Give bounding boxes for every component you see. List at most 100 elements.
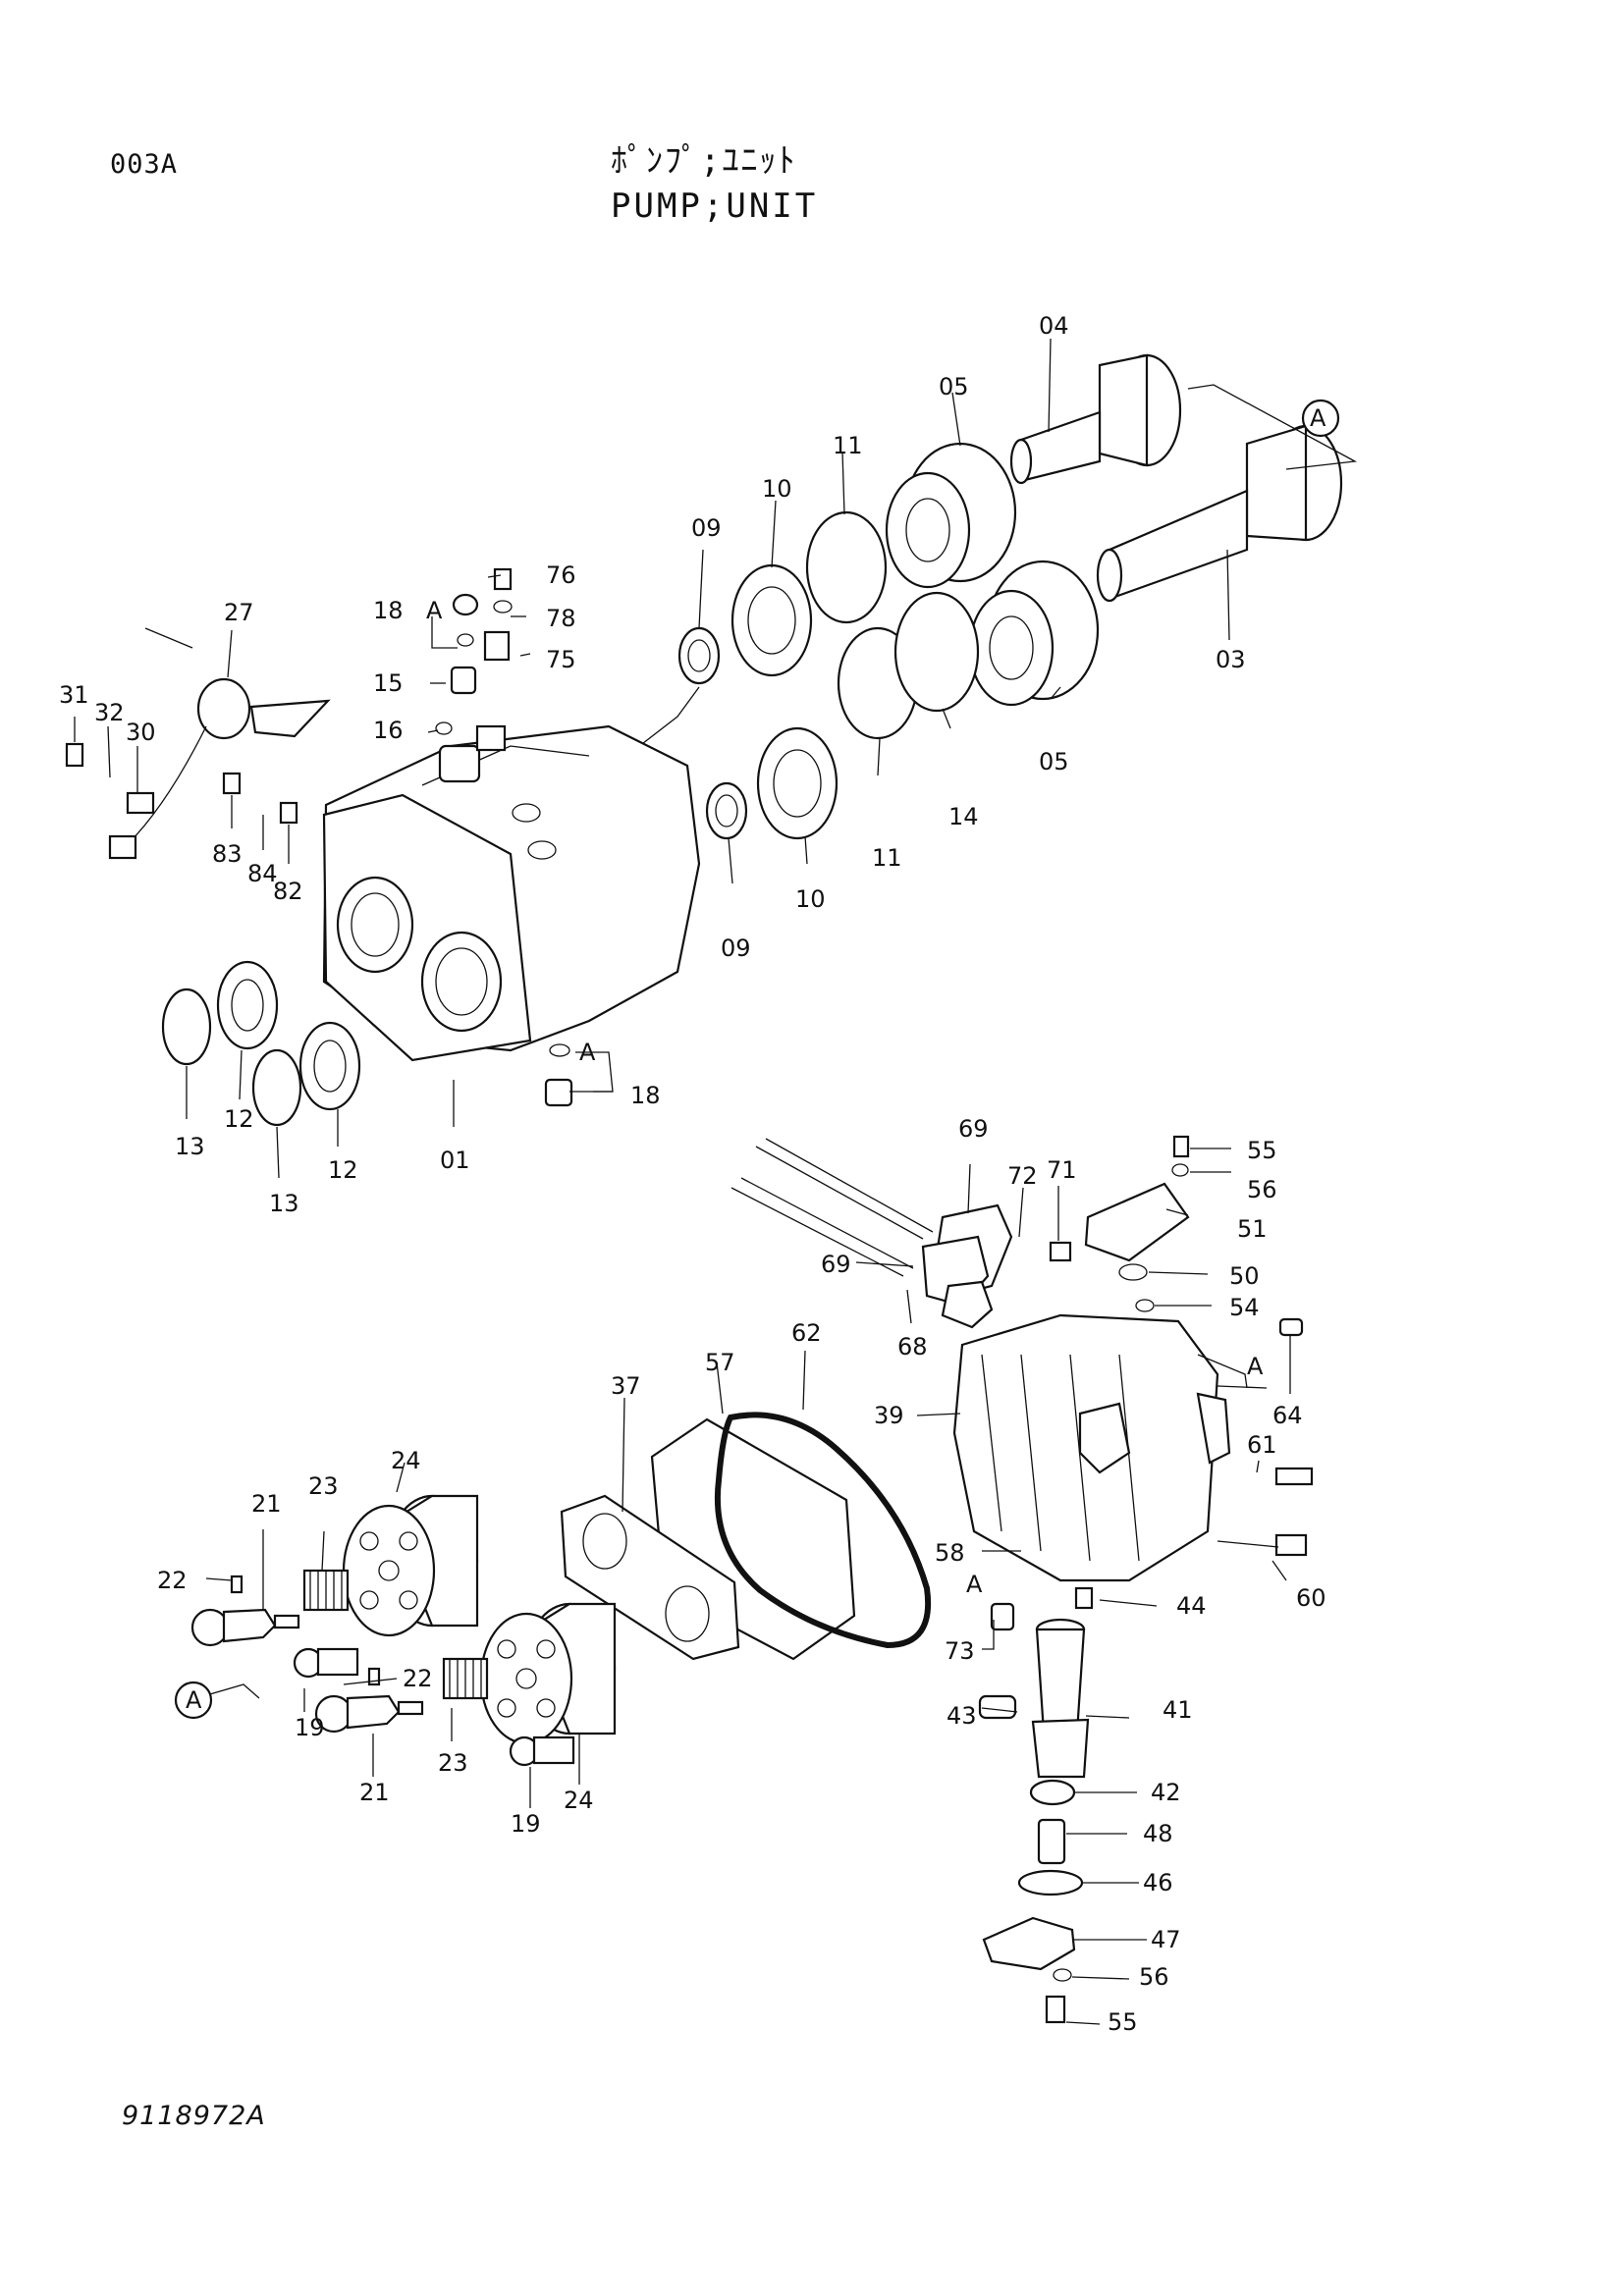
callout-04: 04 — [1039, 312, 1069, 340]
callout-10: 10 — [795, 885, 826, 913]
bolt-55-top — [1172, 1135, 1190, 1158]
oring-46 — [1017, 1869, 1084, 1896]
callout-41: 41 — [1163, 1696, 1193, 1724]
cover-51 — [1084, 1182, 1190, 1262]
callout-78: 78 — [546, 605, 576, 632]
nut-44 — [1074, 1586, 1094, 1610]
drawing-number: 9118972A — [122, 2101, 266, 2131]
seal-12-lower — [298, 1021, 361, 1111]
callout-01: 01 — [440, 1147, 470, 1174]
seal-10-upper — [730, 563, 813, 677]
shim-11-upper — [805, 510, 888, 624]
piston-19-lower — [509, 1735, 575, 1767]
callout-21: 21 — [251, 1490, 282, 1518]
title-japanese: ﾎﾟﾝﾌﾟ;ﾕﾆｯﾄ — [611, 141, 797, 181]
seal-10-lower — [756, 726, 839, 840]
cylinder-block-24-lower — [479, 1602, 617, 1745]
callout-56: 56 — [1247, 1176, 1277, 1203]
valve-plate-37 — [560, 1494, 740, 1661]
callout-60: 60 — [1296, 1584, 1326, 1612]
callout-84: 84 — [247, 860, 278, 887]
callout-05: 05 — [1039, 748, 1069, 775]
callout-50: 50 — [1229, 1262, 1260, 1290]
reference-circle-a-upper — [1301, 399, 1340, 438]
callout-55: 55 — [1247, 1137, 1277, 1164]
callout-15: 15 — [373, 669, 404, 697]
callout-37: 37 — [611, 1372, 641, 1400]
spring-23-lower — [442, 1657, 489, 1700]
callout-82: 82 — [273, 878, 303, 905]
callout-32: 32 — [94, 699, 125, 726]
callout-57: 57 — [705, 1349, 735, 1376]
leader-lines — [74, 338, 1291, 2025]
callout-a: A — [1310, 404, 1326, 432]
callout-54: 54 — [1229, 1294, 1260, 1321]
seal-12-upper — [216, 960, 279, 1050]
piston-21-lower — [314, 1694, 424, 1734]
oring-50 — [1118, 1263, 1148, 1281]
clamp-30 — [126, 791, 155, 815]
callout-a: A — [579, 1039, 596, 1066]
callout-12: 12 — [328, 1156, 358, 1184]
callout-73: 73 — [945, 1637, 975, 1665]
oring-54 — [1135, 1299, 1155, 1312]
callout-16: 16 — [373, 717, 404, 744]
shaft-04 — [1009, 353, 1182, 485]
callout-83: 83 — [212, 840, 243, 868]
callout-24: 24 — [391, 1447, 421, 1474]
piston-19-upper — [293, 1647, 359, 1679]
snap-ring-13-lower — [251, 1048, 302, 1127]
shim-14 — [893, 591, 980, 713]
callout-21: 21 — [359, 1779, 390, 1806]
seal-42 — [1029, 1779, 1076, 1806]
callout-23: 23 — [438, 1749, 468, 1777]
cover-47 — [982, 1916, 1076, 1971]
snap-ring-13-upper — [161, 988, 212, 1066]
reference-circle-a-lower — [174, 1681, 213, 1720]
callout-56: 56 — [1139, 1963, 1169, 1991]
bearing-05-lower — [968, 560, 1100, 707]
callout-a: A — [186, 1686, 202, 1714]
callout-a: A — [966, 1571, 983, 1598]
callout-51: 51 — [1237, 1215, 1268, 1243]
bolt-83 — [222, 772, 242, 795]
callout-09: 09 — [691, 514, 722, 542]
callout-23: 23 — [308, 1472, 339, 1500]
callout-31: 31 — [59, 681, 89, 709]
fitting-82 — [279, 801, 298, 825]
callout-09: 09 — [721, 934, 751, 962]
callout-a: A — [1247, 1353, 1264, 1380]
bushing-09-upper — [677, 626, 721, 685]
callout-11: 11 — [833, 432, 863, 459]
callout-12: 12 — [224, 1105, 254, 1133]
housing-39 — [952, 1313, 1231, 1582]
bolt-60 — [1274, 1533, 1308, 1557]
callout-19: 19 — [511, 1810, 541, 1838]
plug-set-lower — [544, 1043, 573, 1107]
callout-24: 24 — [564, 1787, 594, 1814]
callout-72: 72 — [1007, 1162, 1038, 1190]
callout-10: 10 — [762, 475, 792, 503]
pin-22-lower — [367, 1667, 381, 1686]
cylinder-block-24-upper — [342, 1494, 479, 1637]
washer-56-bottom — [1053, 1968, 1072, 1982]
callout-69: 69 — [958, 1115, 989, 1143]
callout-64: 64 — [1272, 1402, 1303, 1429]
plug-64 — [1278, 1317, 1304, 1337]
bolt-55-bottom — [1045, 1995, 1066, 2024]
callout-48: 48 — [1143, 1820, 1173, 1847]
callout-labels: 04 05 A 11 10 09 03 05 14 11 10 09 76 18… — [59, 312, 1326, 2036]
callout-27: 27 — [224, 599, 254, 626]
callout-05: 05 — [939, 373, 969, 400]
callout-62: 62 — [791, 1319, 822, 1347]
callout-14: 14 — [948, 803, 979, 830]
page-code: 003A — [110, 149, 179, 180]
callout-75: 75 — [546, 646, 576, 673]
callout-30: 30 — [126, 719, 156, 746]
bolt-71 — [1049, 1241, 1072, 1262]
bearing-05-upper — [885, 442, 1017, 589]
shaft-03 — [1096, 424, 1343, 603]
callout-76: 76 — [546, 561, 576, 589]
callout-42: 42 — [1151, 1779, 1181, 1806]
